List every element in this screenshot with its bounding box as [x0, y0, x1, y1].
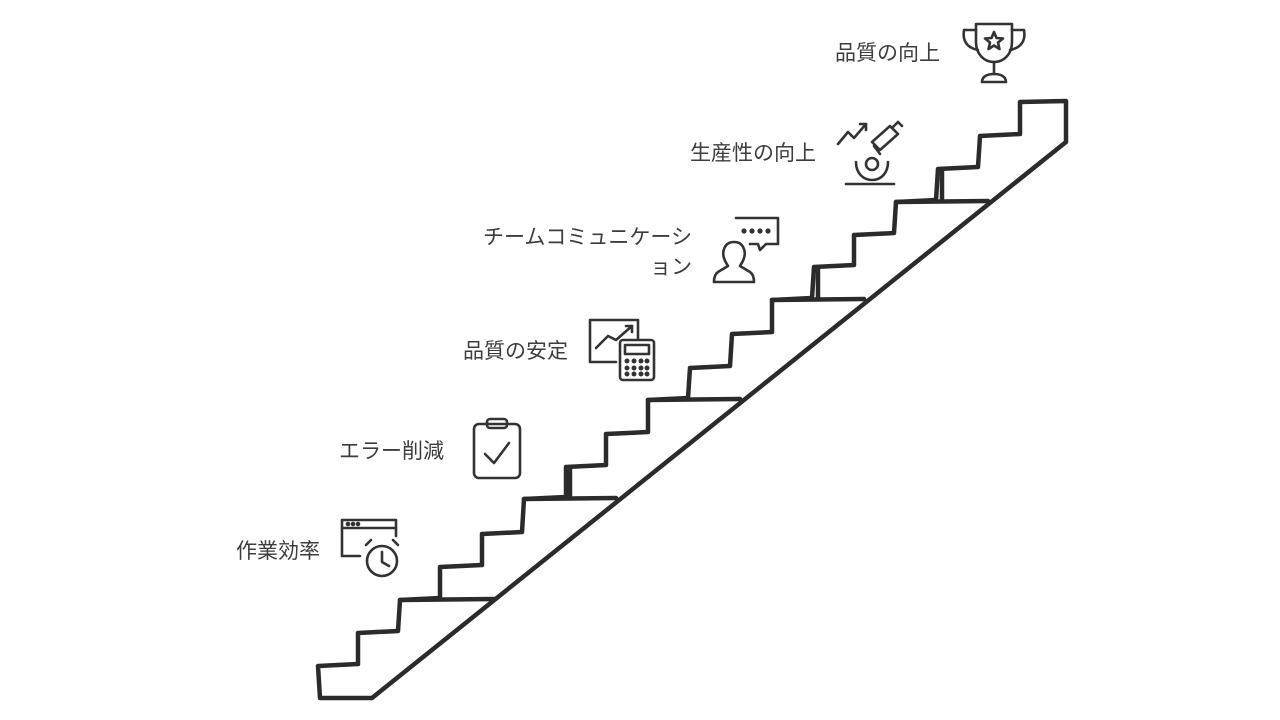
chart-calculator-icon — [586, 316, 658, 384]
step-label-team-communication: チームコミュニケーシ ョン — [483, 222, 692, 282]
step-label-quality-stability: 品質の安定 — [463, 339, 568, 363]
landing-line-3 — [645, 396, 743, 403]
step-label-productivity-improvement: 生産性の向上 — [690, 141, 816, 165]
clipboard-check-icon — [470, 416, 524, 482]
step-label-line-1: チームコミュニケーシ — [483, 225, 692, 249]
step-label-error-reduction: エラー削減 — [339, 439, 444, 463]
trophy-star-icon — [958, 18, 1030, 88]
step-label-work-efficiency: 作業効率 — [236, 539, 320, 563]
staircase-outline — [315, 98, 1069, 701]
step-label-quality-improvement: 品質の向上 — [835, 41, 940, 65]
landing-line-2 — [521, 495, 619, 502]
person-chat-icon — [710, 214, 782, 286]
calendar-clock-icon — [338, 514, 410, 582]
landing-line-1 — [397, 596, 497, 603]
microscope-growth-icon — [834, 116, 906, 188]
step-label-line-2: ョン — [650, 255, 692, 279]
